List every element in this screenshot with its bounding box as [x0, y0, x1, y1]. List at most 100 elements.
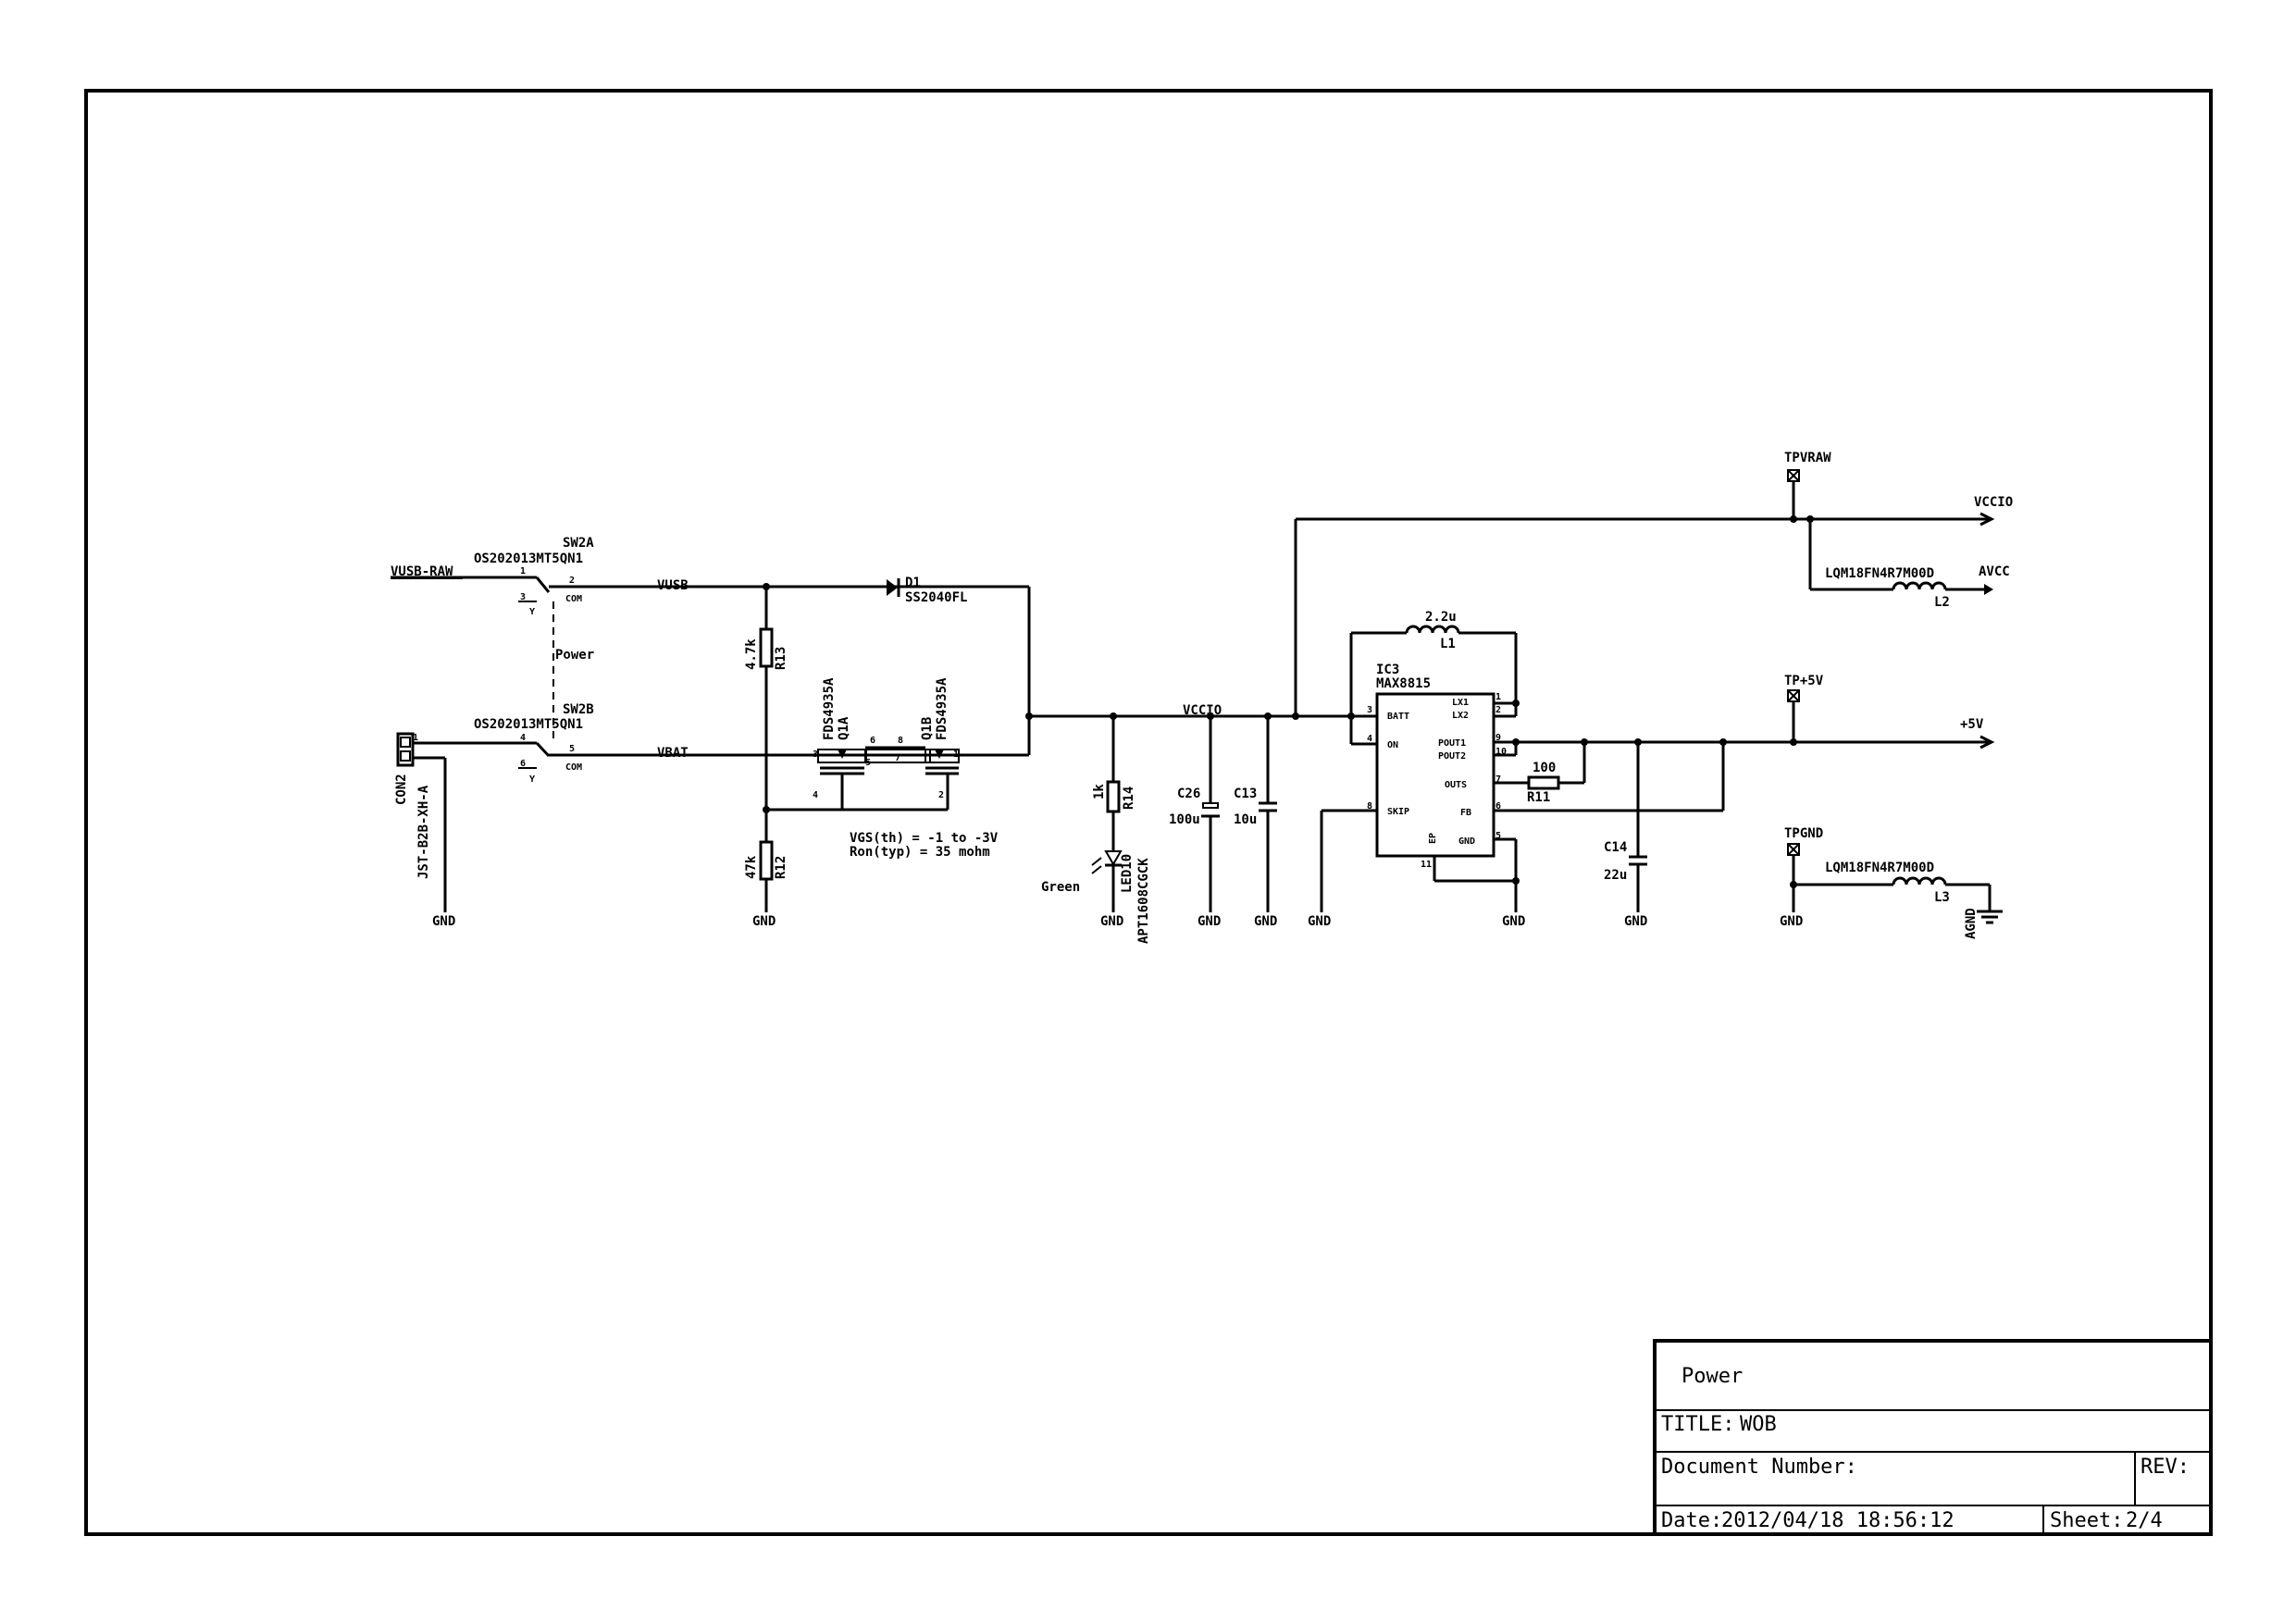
- net-label-agnd: AGND: [1964, 908, 1979, 939]
- svg-text:3: 3: [1367, 705, 1372, 715]
- title-label: TITLE:: [1661, 1413, 1734, 1436]
- svg-text:4: 4: [520, 733, 526, 743]
- svg-text:IC3: IC3: [1376, 663, 1399, 677]
- r11-value: 100: [1533, 761, 1556, 775]
- svg-text:LX2: LX2: [1452, 711, 1469, 721]
- svg-text:2: 2: [569, 576, 575, 586]
- connector-con2: 1 CON2 JST-B2B-XH-A: [394, 732, 447, 912]
- inductor-l1: [1405, 625, 1460, 634]
- switch-sw2a: SW2A OS202013MT5QN1 VUSB-RAW 1 2 COM 3 Y: [391, 536, 1029, 617]
- net-label-vusb-raw: VUSB-RAW: [391, 564, 453, 579]
- svg-text:1: 1: [953, 750, 959, 760]
- svg-text:5: 5: [1496, 831, 1501, 841]
- sheet-value: 2/4: [2126, 1509, 2163, 1532]
- note-ron: Ron(typ) = 35 mohm: [850, 845, 990, 860]
- net-label-avcc: AVCC: [1979, 564, 2010, 579]
- gnd-label-c13: GND: [1254, 914, 1277, 929]
- document-number-label: Document Number:: [1661, 1456, 1857, 1479]
- diode-d1: D1 SS2040FL: [887, 576, 967, 605]
- l2-ref: L2: [1934, 595, 1950, 610]
- svg-text:1: 1: [520, 566, 526, 576]
- svg-text:LX1: LX1: [1452, 698, 1469, 708]
- svg-text:1: 1: [413, 733, 418, 743]
- l3-value: LQM18FN4R7M00D: [1825, 861, 1934, 875]
- svg-text:9: 9: [1496, 733, 1501, 743]
- svg-text:4: 4: [813, 790, 818, 800]
- resistor-r12: [759, 840, 774, 881]
- testpoint-label-tpraw: TPVRAW: [1784, 451, 1831, 465]
- capacitor-c14: C14 22u: [1604, 840, 1647, 883]
- svg-text:2: 2: [1496, 705, 1501, 715]
- date-value: 2012/04/18 18:56:12: [1721, 1509, 1955, 1532]
- svg-text:22u: 22u: [1604, 868, 1627, 883]
- gnd-label-ic: GND: [1502, 914, 1525, 929]
- svg-text:3: 3: [813, 750, 818, 760]
- gnd-label-tpgnd: GND: [1780, 914, 1803, 929]
- svg-text:R13: R13: [774, 647, 788, 670]
- svg-text:POUT1: POUT1: [1438, 738, 1466, 749]
- testpoint-label-tpgnd: TPGND: [1784, 826, 1823, 841]
- svg-text:10u: 10u: [1234, 812, 1257, 827]
- inductor-l3: [1892, 876, 1947, 886]
- svg-text:BATT: BATT: [1387, 712, 1409, 722]
- svg-text:C13: C13: [1234, 787, 1257, 801]
- gnd-label-led: GND: [1100, 914, 1123, 929]
- svg-text:OS202013MT5QN1: OS202013MT5QN1: [474, 717, 583, 732]
- testpoint-label-tp5v: TP+5V: [1784, 674, 1824, 688]
- svg-text:SS2040FL: SS2040FL: [905, 590, 967, 605]
- resistor-r14: [1106, 780, 1121, 813]
- svg-text:C14: C14: [1604, 840, 1627, 855]
- svg-text:SW2B: SW2B: [563, 702, 594, 717]
- gnd-label-r12: GND: [752, 914, 776, 929]
- svg-text:Q1A: Q1A: [837, 716, 851, 740]
- svg-text:MAX8815: MAX8815: [1376, 676, 1431, 691]
- svg-text:8: 8: [1367, 801, 1372, 812]
- resistor-r11: [1527, 775, 1560, 790]
- net-label-vbat: VBAT: [657, 746, 689, 761]
- svg-text:Q1B: Q1B: [920, 717, 935, 740]
- svg-text:7: 7: [895, 753, 900, 763]
- svg-text:6: 6: [1496, 801, 1501, 812]
- switch-label-power: Power: [555, 648, 594, 663]
- rev-label: REV:: [2141, 1456, 2190, 1479]
- sheet-name: Power: [1682, 1365, 1743, 1388]
- r11-ref: R11: [1527, 790, 1550, 805]
- svg-text:Y: Y: [529, 607, 535, 617]
- svg-text:C26: C26: [1177, 787, 1200, 801]
- l2-value: LQM18FN4R7M00D: [1825, 566, 1934, 581]
- svg-text:LED10: LED10: [1120, 854, 1135, 893]
- net-label-vusb: VUSB: [657, 578, 689, 593]
- svg-text:Green: Green: [1041, 880, 1080, 895]
- svg-text:5: 5: [569, 744, 575, 754]
- svg-text:COM: COM: [565, 594, 582, 604]
- svg-text:1: 1: [1496, 692, 1501, 702]
- gnd-label-skip: GND: [1308, 914, 1331, 929]
- svg-text:4.7k: 4.7k: [744, 638, 759, 670]
- svg-text:10: 10: [1496, 747, 1507, 757]
- l3-ref: L3: [1934, 890, 1950, 905]
- svg-text:EP: EP: [1428, 833, 1438, 844]
- svg-text:1k: 1k: [1092, 784, 1107, 799]
- net-label-vccio-mid: VCCIO: [1183, 703, 1222, 718]
- net-label-5v: +5V: [1960, 717, 1984, 732]
- svg-text:JST-B2B-XH-A: JST-B2B-XH-A: [416, 785, 431, 879]
- svg-text:R12: R12: [774, 856, 788, 879]
- svg-text:OS202013MT5QN1: OS202013MT5QN1: [474, 551, 583, 566]
- gnd-label-c14: GND: [1624, 914, 1647, 929]
- svg-text:R14: R14: [1122, 787, 1136, 810]
- svg-text:4: 4: [1367, 734, 1372, 744]
- svg-text:GND: GND: [1458, 836, 1475, 847]
- svg-text:FDS4935A: FDS4935A: [935, 677, 949, 740]
- svg-text:APT1608CGCK: APT1608CGCK: [1136, 858, 1151, 944]
- svg-text:7: 7: [1496, 774, 1501, 785]
- svg-text:SW2A: SW2A: [563, 536, 594, 551]
- date-label: Date:: [1661, 1509, 1722, 1532]
- svg-text:CON2: CON2: [394, 774, 409, 805]
- svg-text:ON: ON: [1387, 740, 1398, 750]
- svg-text:6: 6: [520, 759, 526, 769]
- capacitor-c26: C26 100u: [1169, 787, 1220, 827]
- sheet-frame: [84, 89, 2213, 1536]
- note-vgs: VGS(th) = -1 to -3V: [850, 831, 999, 846]
- svg-text:POUT2: POUT2: [1438, 751, 1466, 762]
- svg-text:SKIP: SKIP: [1387, 807, 1409, 817]
